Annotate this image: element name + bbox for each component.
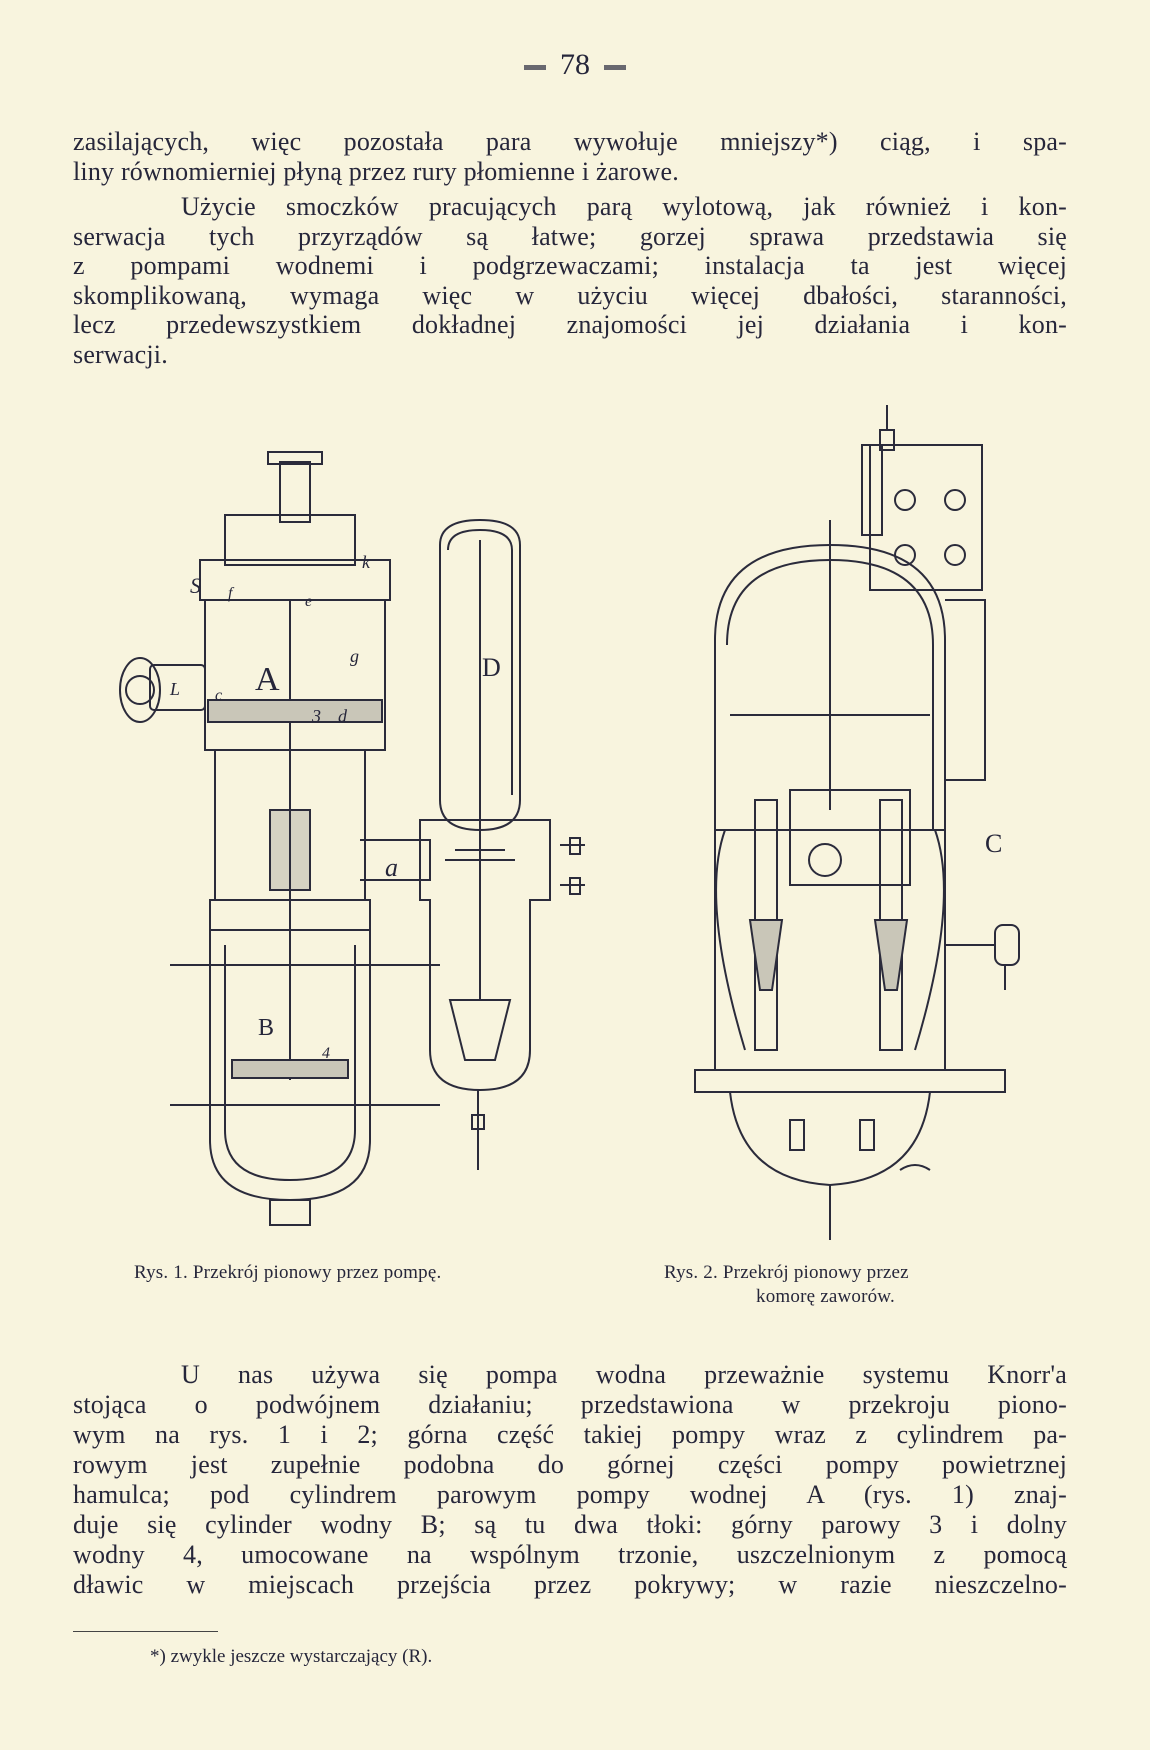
figure-2-caption-line-2: komorę zaworów. bbox=[756, 1286, 895, 1307]
footnote-divider bbox=[73, 1631, 218, 1632]
figure-2-caption-line-1: Rys. 2. Przekrój pionowy przez bbox=[664, 1262, 909, 1283]
figure-1-caption: Rys. 1. Przekrój pionowy przez pompę. bbox=[134, 1262, 442, 1283]
label-C: C bbox=[985, 829, 1002, 858]
figure-2-valve-chamber-drawing bbox=[694, 405, 1020, 1240]
text-line: wodny 4, umocowane na wspólnym trzonie, … bbox=[73, 1540, 1067, 1569]
text-line: liny równomierniej płyną przez rury płom… bbox=[73, 156, 679, 186]
paragraph-3: U nas używa się pompa wodna przeważnie s… bbox=[73, 1360, 1067, 1600]
text-line: duje się cylinder wodny B; są tu dwa tło… bbox=[73, 1510, 1067, 1539]
label-e: e bbox=[305, 593, 312, 610]
label-A: A bbox=[255, 661, 280, 698]
ornament-right bbox=[604, 64, 626, 70]
page-number-text: 78 bbox=[560, 48, 590, 81]
label-c: c bbox=[215, 687, 222, 704]
label-B: B bbox=[258, 1015, 274, 1041]
text-line: zasilających, więc pozostała para wywołu… bbox=[73, 127, 1067, 156]
text-line: serwacji. bbox=[73, 339, 168, 369]
text-line: skomplikowaną, wymaga więc w użyciu więc… bbox=[73, 280, 1067, 310]
page-number: 78 bbox=[0, 48, 1150, 82]
label-L: L bbox=[169, 679, 180, 699]
paragraph-2: Użycie smoczków pracujących parą wylotow… bbox=[73, 192, 1067, 369]
label-3: 3 bbox=[311, 706, 321, 726]
text-line: U nas używa się pompa wodna przeważnie s… bbox=[181, 1360, 1067, 1389]
text-line: z pompami wodnemi i podgrzewaczami; inst… bbox=[73, 251, 1067, 280]
figure-1-pump-drawing bbox=[119, 451, 585, 1226]
text-line: wym na rys. 1 i 2; górna część takiej po… bbox=[73, 1420, 1067, 1449]
text-line: Użycie smoczków pracujących parą wylotow… bbox=[181, 192, 1067, 221]
label-f: f bbox=[228, 585, 235, 602]
footnote: *) zwykle jeszcze wystarczający (R). bbox=[150, 1646, 433, 1667]
ornament-left bbox=[524, 64, 546, 70]
text-line: rowym jest zupełnie podobna do górnej cz… bbox=[73, 1450, 1067, 1479]
label-D: D bbox=[482, 653, 501, 682]
label-d: d bbox=[338, 706, 348, 726]
label-S: S bbox=[190, 573, 201, 598]
label-4: 4 bbox=[322, 1045, 330, 1062]
label-g: g bbox=[350, 646, 359, 666]
text-line: stojąca o podwójnem działaniu; przedstaw… bbox=[73, 1390, 1067, 1419]
paragraph-1: zasilających, więc pozostała para wywołu… bbox=[73, 127, 1067, 186]
text-line: lecz przedewszystkiem dokładnej znajomoś… bbox=[73, 310, 1067, 339]
text-line: dławic w miejscach przejścia przez pokry… bbox=[73, 1570, 1067, 1599]
label-a: a bbox=[385, 853, 398, 882]
figure-1-labels: S k f e A c L g 3 d D a B 4 bbox=[169, 552, 501, 1062]
text-line: hamulca; pod cylindrem parowym pompy wod… bbox=[73, 1480, 1067, 1509]
label-k: k bbox=[362, 552, 371, 572]
text-line: serwacja tych przyrządów są łatwe; gorze… bbox=[73, 221, 1067, 251]
